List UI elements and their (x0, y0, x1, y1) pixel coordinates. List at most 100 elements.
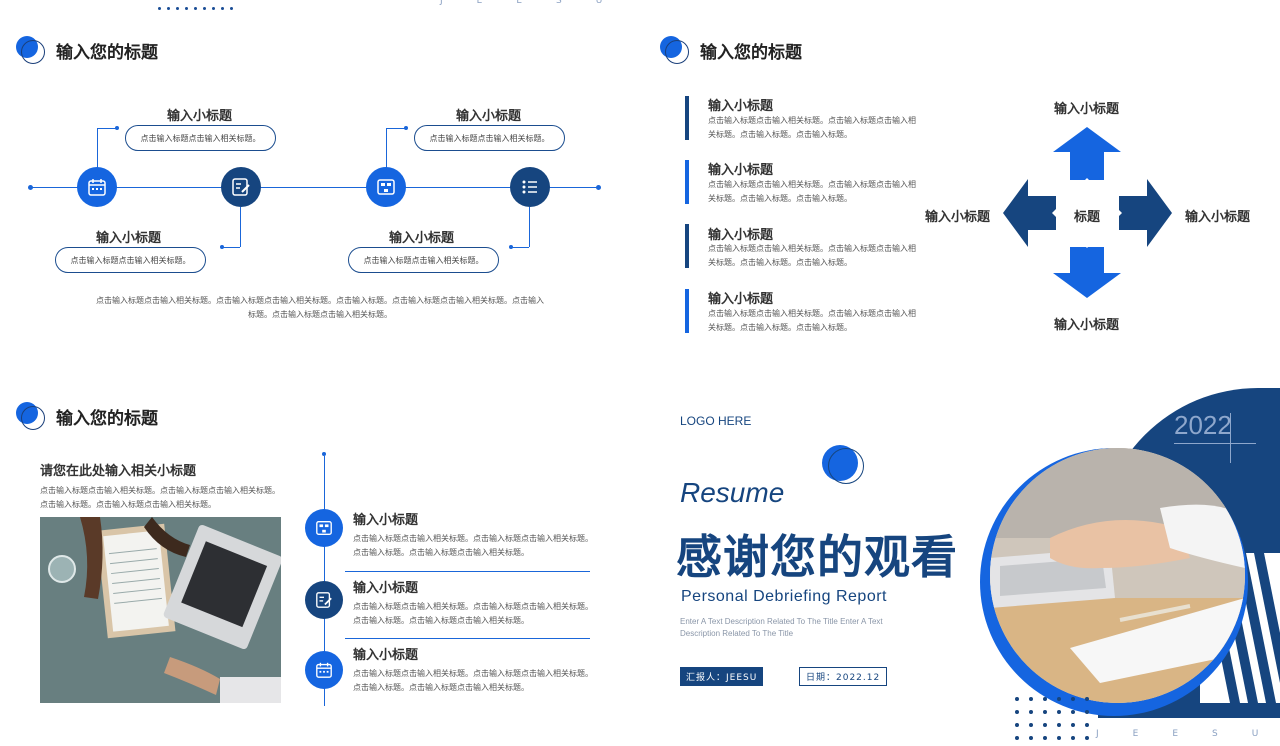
list-bar (685, 96, 689, 140)
year-label: 2022 (1174, 410, 1232, 440)
accent-ring-icon (828, 448, 864, 484)
watermark-letter: E (476, 0, 483, 6)
report-subtitle: Personal Debriefing Report (681, 588, 887, 605)
watermark-letter: U (595, 0, 603, 6)
list-desc: 点击输入标题点击输入相关标题。点击输入标题点击输入相关标题。点击输入标题。点击输… (708, 114, 928, 142)
flowchart-icon (316, 521, 332, 535)
item-subtitle: 输入小标题 (456, 109, 522, 124)
connector (97, 128, 117, 129)
timeline-node-3[interactable] (366, 167, 406, 207)
typing-photo (990, 448, 1245, 703)
connector-dot (220, 245, 224, 249)
desc-line: 点击输入标题。点击输入标题点击输入相关标题。 (353, 616, 529, 625)
desc-line: 点击输入标题点击输入相关标题。点击输入标题点击输入相关标题。 (353, 534, 593, 543)
intro-line: 点击输入标题。点击输入标题点击输入相关标题。 (40, 500, 216, 509)
item-desc-pill: 点击输入标题点击输入相关标题。 (125, 125, 276, 151)
timeline-node-4[interactable] (510, 167, 550, 207)
axis-start-dot (322, 452, 326, 456)
watermark-letter: E (516, 0, 523, 6)
slide-list-arrows: 输入您的标题 输入小标题 点击输入标题点击输入相关标题。点击输入标题点击输入相关… (640, 0, 1280, 373)
center-diamond (1052, 178, 1122, 248)
watermark-letter: J (1096, 729, 1099, 739)
item-desc-pill: 点击输入标题点击输入相关标题。 (55, 247, 206, 273)
center-label: 标题 (1074, 210, 1101, 225)
desc-line: 关标题。点击输入标题。点击输入标题。 (708, 258, 852, 267)
step-desc: 点击输入标题点击输入相关标题。点击输入标题点击输入相关标题。点击输入标题。点击输… (353, 667, 593, 695)
arrow-right (1119, 179, 1172, 247)
deco-line (1174, 443, 1256, 444)
arrow-down (1053, 247, 1121, 298)
step-node-2[interactable] (305, 581, 343, 619)
desc-line: 关标题。点击输入标题。点击输入标题。 (708, 194, 852, 203)
desc-line: 点击输入标题点击输入相关标题。点击输入标题点击输入相关标题。 (353, 602, 593, 611)
list-subtitle: 输入小标题 (708, 292, 774, 307)
timeline-node-2[interactable] (221, 167, 261, 207)
connector (222, 247, 240, 248)
step-subtitle: 输入小标题 (353, 513, 419, 528)
four-arrows-diagram (1003, 127, 1172, 298)
footer-line: 标题。点击输入标题点击输入相关标题。 (248, 310, 392, 319)
slide-title: 输入您的标题 (56, 409, 158, 429)
top-dots (158, 7, 233, 10)
watermark: J E E S U (440, 0, 602, 6)
connector-dot (115, 126, 119, 130)
intro-line: 点击输入标题点击输入相关标题。点击输入标题点击输入相关标题。 (40, 486, 280, 495)
list-subtitle: 输入小标题 (708, 163, 774, 178)
timeline-node-1[interactable] (77, 167, 117, 207)
dot-grid-decoration (1015, 697, 1089, 740)
step-subtitle: 输入小标题 (353, 581, 419, 596)
arrow-label-top: 输入小标题 (1054, 102, 1120, 117)
connector-dot (404, 126, 408, 130)
arrow-label-left: 输入小标题 (925, 210, 991, 225)
divider (345, 571, 590, 572)
section-intro: 点击输入标题点击输入相关标题。点击输入标题点击输入相关标题。 点击输入标题。点击… (40, 484, 310, 512)
photo-illustration (40, 517, 281, 703)
list-subtitle: 输入小标题 (708, 228, 774, 243)
list-desc: 点击输入标题点击输入相关标题。点击输入标题点击输入相关标题。点击输入标题。点击输… (708, 242, 928, 270)
list-desc: 点击输入标题点击输入相关标题。点击输入标题点击输入相关标题。点击输入标题。点击输… (708, 307, 928, 335)
item-subtitle: 输入小标题 (167, 109, 233, 124)
desc-line: 关标题。点击输入标题。点击输入标题。 (708, 323, 852, 332)
step-node-1[interactable] (305, 509, 343, 547)
slide-title: 输入您的标题 (700, 43, 802, 63)
divider (345, 638, 590, 639)
desc-line: 点击输入标题点击输入相关标题。点击输入标题点击输入相 (708, 180, 916, 189)
timeline-axis (30, 187, 598, 188)
arrow-label-bottom: 输入小标题 (1054, 318, 1120, 333)
description-line: Description Related To The Title (680, 629, 794, 638)
list-icon (522, 180, 537, 194)
connector (97, 128, 98, 168)
watermark-letter: J (440, 0, 443, 6)
arrow-label-right: 输入小标题 (1185, 210, 1251, 225)
arrow-up (1053, 127, 1121, 180)
title-ring-icon (21, 406, 45, 430)
desc-line: 点击输入标题。点击输入标题点击输入相关标题。 (353, 548, 529, 557)
connector (529, 207, 530, 247)
calendar-icon (88, 179, 106, 196)
axis-end-dot (596, 185, 601, 190)
desc-line: 点击输入标题点击输入相关标题。点击输入标题点击输入相 (708, 309, 916, 318)
arrow-left (1003, 179, 1056, 247)
step-desc: 点击输入标题点击输入相关标题。点击输入标题点击输入相关标题。点击输入标题。点击输… (353, 532, 593, 560)
description: Enter A Text Description Related To The … (680, 616, 883, 640)
reporter-badge: 汇报人：JEESU (680, 667, 764, 686)
photo-illustration (990, 448, 1245, 703)
slide-photo-list: 输入您的标题 请您在此处输入相关小标题 点击输入标题点击输入相关标题。点击输入标… (0, 373, 640, 746)
step-node-3[interactable] (305, 651, 343, 689)
desc-line: 关标题。点击输入标题。点击输入标题。 (708, 130, 852, 139)
watermark-letter: U (1251, 729, 1259, 739)
section-heading: 请您在此处输入相关小标题 (40, 464, 197, 479)
edit-icon (316, 592, 332, 608)
desc-line: 点击输入标题点击输入相关标题。点击输入标题点击输入相 (708, 244, 916, 253)
item-desc-pill: 点击输入标题点击输入相关标题。 (414, 125, 565, 151)
desc-line: 点击输入标题点击输入相关标题。点击输入标题点击输入相关标题。 (353, 669, 593, 678)
desc-line: 点击输入标题点击输入相关标题。点击输入标题点击输入相 (708, 116, 916, 125)
list-bar (685, 160, 689, 204)
connector (240, 207, 241, 247)
list-subtitle: 输入小标题 (708, 99, 774, 114)
watermark-letter: S (1212, 729, 1218, 739)
step-subtitle: 输入小标题 (353, 648, 419, 663)
list-desc: 点击输入标题点击输入相关标题。点击输入标题点击输入相关标题。点击输入标题。点击输… (708, 178, 928, 206)
connector (386, 128, 387, 168)
connector (511, 247, 529, 248)
